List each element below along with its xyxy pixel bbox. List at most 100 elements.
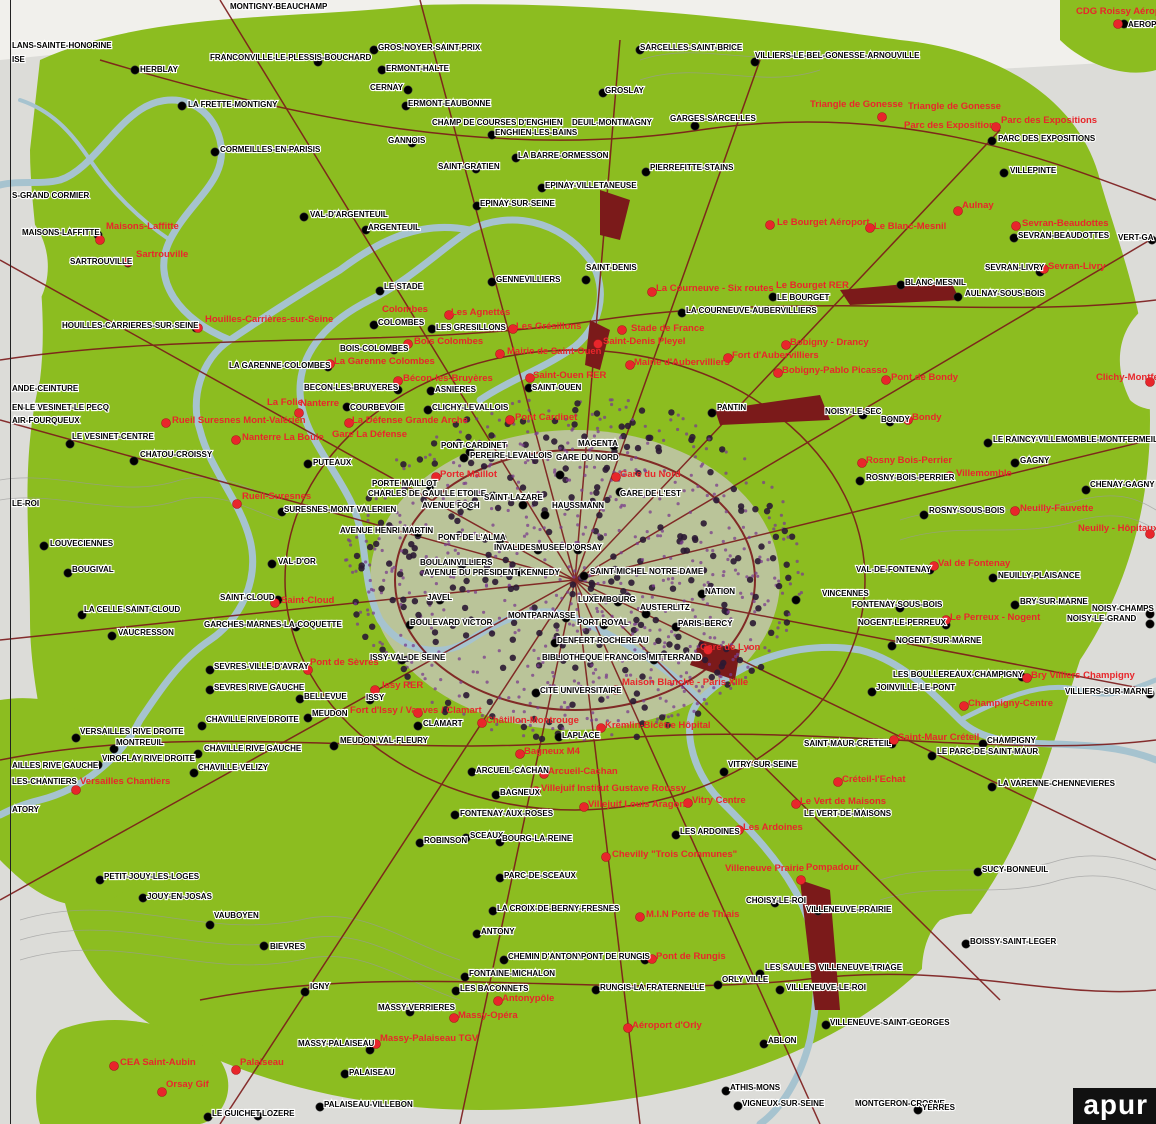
new-station-marker[interactable] (1113, 19, 1123, 29)
new-station-marker[interactable] (596, 723, 606, 733)
existing-station-marker[interactable] (697, 589, 707, 599)
existing-station-marker[interactable] (472, 201, 482, 211)
existing-station-marker[interactable] (426, 386, 436, 396)
new-station-marker[interactable] (734, 825, 744, 835)
new-stations[interactable] (71, 19, 1155, 1097)
new-station-marker[interactable] (370, 685, 380, 695)
existing-station-marker[interactable] (65, 439, 75, 449)
existing-station-marker[interactable] (495, 535, 505, 545)
existing-station-marker[interactable] (425, 481, 435, 491)
existing-station-marker[interactable] (1147, 235, 1156, 245)
existing-station-marker[interactable] (427, 324, 437, 334)
existing-station-marker[interactable] (855, 476, 865, 486)
new-station-marker[interactable] (232, 499, 242, 509)
existing-station-marker[interactable] (1010, 458, 1020, 468)
new-station-marker[interactable] (449, 1013, 459, 1023)
existing-station-marker[interactable] (365, 695, 375, 705)
existing-station-marker[interactable] (299, 212, 309, 222)
existing-station-marker[interactable] (573, 545, 583, 555)
existing-station-marker[interactable] (495, 837, 505, 847)
new-station-marker[interactable] (683, 798, 693, 808)
existing-station-marker[interactable] (369, 320, 379, 330)
existing-station-marker[interactable] (488, 906, 498, 916)
existing-station-marker[interactable] (821, 1020, 831, 1030)
existing-station-marker[interactable] (1010, 600, 1020, 610)
existing-station-marker[interactable] (435, 595, 445, 605)
existing-station-marker[interactable] (1145, 609, 1155, 619)
new-station-marker[interactable] (71, 785, 81, 795)
new-station-marker[interactable] (865, 223, 875, 233)
existing-station-marker[interactable] (253, 1111, 263, 1121)
existing-station-marker[interactable] (129, 456, 139, 466)
new-station-marker[interactable] (515, 749, 525, 759)
existing-station-marker[interactable] (205, 665, 215, 675)
new-station-marker[interactable] (495, 349, 505, 359)
new-station-marker[interactable] (833, 777, 843, 787)
existing-station-marker[interactable] (599, 620, 609, 630)
existing-stations[interactable] (39, 19, 1156, 1122)
existing-station-marker[interactable] (895, 603, 905, 613)
existing-station-marker[interactable] (750, 57, 760, 67)
existing-station-marker[interactable] (377, 65, 387, 75)
new-station-marker[interactable] (647, 287, 657, 297)
new-station-marker[interactable] (1011, 221, 1021, 231)
existing-station-marker[interactable] (405, 620, 415, 630)
existing-station-marker[interactable] (733, 1101, 743, 1111)
new-station-marker[interactable] (231, 1065, 241, 1075)
existing-station-marker[interactable] (591, 985, 601, 995)
existing-station-marker[interactable] (487, 277, 497, 287)
existing-station-marker[interactable] (488, 491, 498, 501)
existing-station-marker[interactable] (775, 985, 785, 995)
existing-station-marker[interactable] (361, 225, 371, 235)
new-station-marker[interactable] (1145, 529, 1155, 539)
existing-station-marker[interactable] (329, 741, 339, 751)
existing-station-marker[interactable] (389, 345, 399, 355)
existing-station-marker[interactable] (555, 470, 565, 480)
existing-station-marker[interactable] (690, 121, 700, 131)
existing-station-marker[interactable] (63, 568, 73, 578)
new-station-marker[interactable] (303, 665, 313, 675)
existing-station-marker[interactable] (579, 571, 589, 581)
new-station-marker[interactable] (889, 735, 899, 745)
new-station-marker[interactable] (881, 375, 891, 385)
existing-station-marker[interactable] (987, 782, 997, 792)
existing-station-marker[interactable] (460, 972, 470, 982)
new-station-marker[interactable] (1039, 264, 1049, 274)
existing-station-marker[interactable] (598, 88, 608, 98)
existing-station-marker[interactable] (375, 286, 385, 296)
new-station-marker[interactable] (393, 376, 403, 386)
existing-station-marker[interactable] (193, 749, 203, 759)
new-station-marker[interactable] (611, 685, 621, 695)
existing-station-marker[interactable] (491, 790, 501, 800)
existing-station-marker[interactable] (197, 721, 207, 731)
existing-station-marker[interactable] (615, 487, 625, 497)
new-station-marker[interactable] (444, 310, 454, 320)
existing-station-marker[interactable] (770, 898, 780, 908)
existing-station-marker[interactable] (635, 45, 645, 55)
existing-station-marker[interactable] (205, 685, 215, 695)
existing-station-marker[interactable] (267, 559, 277, 569)
new-station-marker[interactable] (531, 786, 541, 796)
new-station-marker[interactable] (623, 1023, 633, 1033)
new-station-marker[interactable] (601, 852, 611, 862)
new-station-marker[interactable] (95, 235, 105, 245)
new-station-marker[interactable] (344, 418, 354, 428)
existing-station-marker[interactable] (461, 833, 471, 843)
existing-station-marker[interactable] (95, 875, 105, 885)
new-station-marker[interactable] (703, 645, 713, 655)
existing-station-marker[interactable] (755, 969, 765, 979)
new-station-marker[interactable] (579, 802, 589, 812)
existing-station-marker[interactable] (853, 808, 863, 818)
existing-station-marker[interactable] (413, 721, 423, 731)
new-station-marker[interactable] (431, 472, 441, 482)
existing-station-marker[interactable] (671, 830, 681, 840)
new-station-marker[interactable] (959, 701, 969, 711)
existing-station-marker[interactable] (550, 638, 560, 648)
new-station-marker[interactable] (270, 598, 280, 608)
existing-station-marker[interactable] (1145, 619, 1155, 629)
new-station-marker[interactable] (161, 418, 171, 428)
new-station-marker[interactable] (635, 912, 645, 922)
existing-station-marker[interactable] (495, 873, 505, 883)
existing-station-marker[interactable] (277, 507, 287, 517)
